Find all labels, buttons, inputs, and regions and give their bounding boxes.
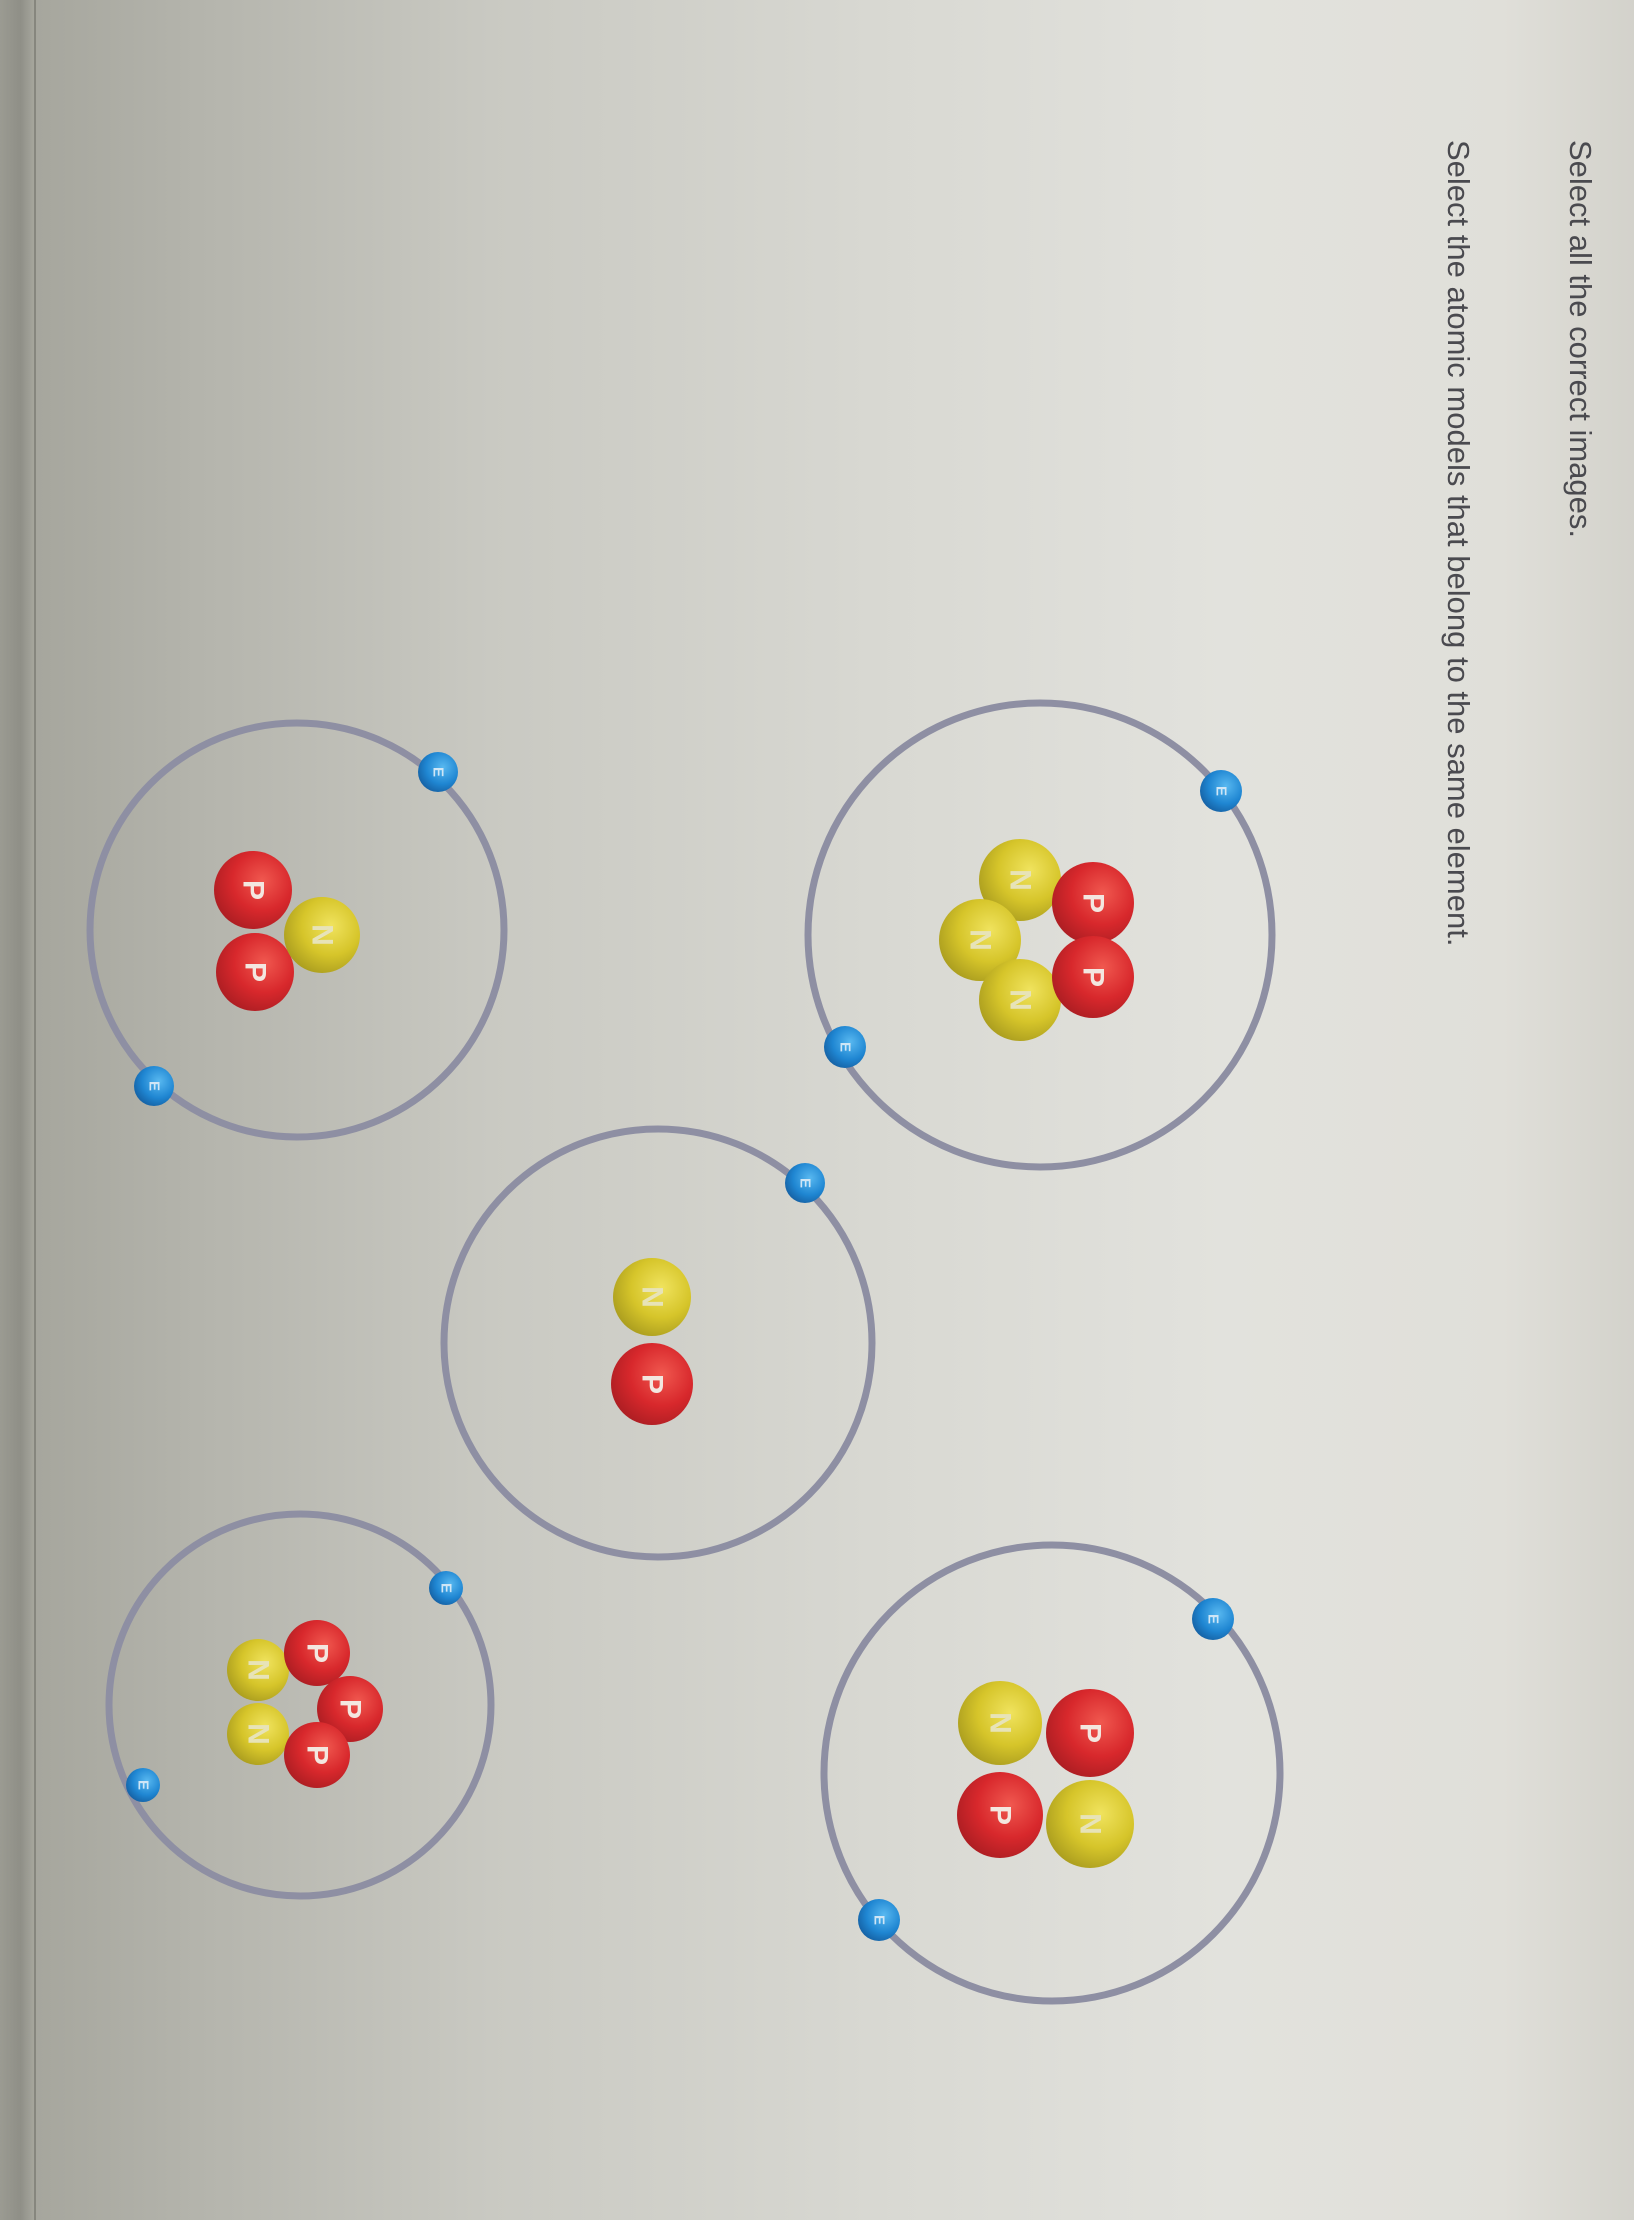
svg-text:E: E — [135, 1780, 152, 1790]
svg-text:P: P — [239, 962, 272, 982]
electron-orbit — [820, 1541, 1284, 2005]
svg-text:N: N — [984, 1712, 1017, 1734]
svg-text:N: N — [306, 924, 339, 946]
electron-icon: E — [126, 1768, 160, 1802]
atom-choice-b[interactable]: N P P N E E — [817, 1538, 1287, 2008]
svg-text:E: E — [1205, 1614, 1222, 1624]
proton-icon: P — [216, 933, 294, 1011]
electron-icon: E — [134, 1066, 174, 1106]
electron-icon: E — [1200, 770, 1242, 812]
svg-text:N: N — [964, 929, 997, 951]
electron-icon: E — [785, 1163, 825, 1203]
atom-choice-d[interactable]: P P N E E — [82, 715, 512, 1145]
neutron-icon: N — [613, 1258, 691, 1336]
svg-text:P: P — [334, 1699, 367, 1719]
proton-icon: P — [284, 1620, 350, 1686]
neutron-icon: N — [284, 897, 360, 973]
svg-text:N: N — [636, 1286, 669, 1308]
proton-icon: P — [1046, 1689, 1134, 1777]
svg-text:P: P — [984, 1805, 1017, 1825]
svg-text:E: E — [1213, 786, 1230, 796]
electron-icon: E — [1192, 1598, 1234, 1640]
neutron-icon: N — [979, 959, 1061, 1041]
proton-icon: P — [611, 1343, 693, 1425]
neutron-icon: N — [227, 1639, 289, 1701]
svg-text:N: N — [242, 1659, 275, 1681]
neutron-icon: N — [979, 839, 1061, 921]
electron-icon: E — [858, 1899, 900, 1941]
proton-icon: P — [284, 1722, 350, 1788]
neutron-icon: N — [227, 1703, 289, 1765]
nucleus: P P N — [214, 851, 360, 1011]
svg-text:E: E — [146, 1081, 163, 1091]
svg-text:N: N — [1004, 989, 1037, 1011]
electron-orbit — [804, 699, 1276, 1171]
svg-text:P: P — [1077, 967, 1110, 987]
electron-icon: E — [824, 1026, 866, 1068]
neutron-icon: N — [1046, 1780, 1134, 1868]
atom-choice-e[interactable]: N N P P P E E — [100, 1505, 500, 1905]
nucleus: N P — [611, 1258, 693, 1425]
atom-choice-a[interactable]: N N N P P E E — [800, 695, 1280, 1175]
neutron-icon: N — [958, 1681, 1042, 1765]
proton-icon: P — [1052, 936, 1134, 1018]
neutron-icon: N — [939, 899, 1021, 981]
svg-text:E: E — [438, 1583, 455, 1593]
svg-text:N: N — [1074, 1813, 1107, 1835]
electron-orbit — [440, 1125, 876, 1561]
electron-orbit — [105, 1510, 495, 1900]
svg-text:E: E — [837, 1042, 854, 1052]
electron-orbit — [86, 719, 508, 1141]
svg-text:N: N — [1004, 869, 1037, 891]
screen-bezel — [0, 0, 36, 2220]
electron-icon: E — [418, 752, 458, 792]
svg-text:P: P — [237, 880, 270, 900]
proton-icon: P — [317, 1676, 383, 1742]
svg-text:E: E — [871, 1915, 888, 1925]
svg-text:P: P — [1074, 1723, 1107, 1743]
svg-text:P: P — [301, 1643, 334, 1663]
svg-text:P: P — [301, 1745, 334, 1765]
svg-text:P: P — [636, 1374, 669, 1394]
svg-text:P: P — [1077, 893, 1110, 913]
proton-icon: P — [957, 1772, 1043, 1858]
atom-choice-c[interactable]: N P E — [436, 1121, 880, 1565]
svg-text:E: E — [430, 767, 447, 777]
nucleus: N N P P P — [227, 1620, 383, 1788]
nucleus: N N N P P — [939, 839, 1134, 1041]
proton-icon: P — [1052, 862, 1134, 944]
svg-text:N: N — [242, 1723, 275, 1745]
proton-icon: P — [214, 851, 292, 929]
electron-icon: E — [429, 1571, 463, 1605]
nucleus: N P P N — [957, 1681, 1134, 1868]
svg-text:E: E — [797, 1178, 814, 1188]
